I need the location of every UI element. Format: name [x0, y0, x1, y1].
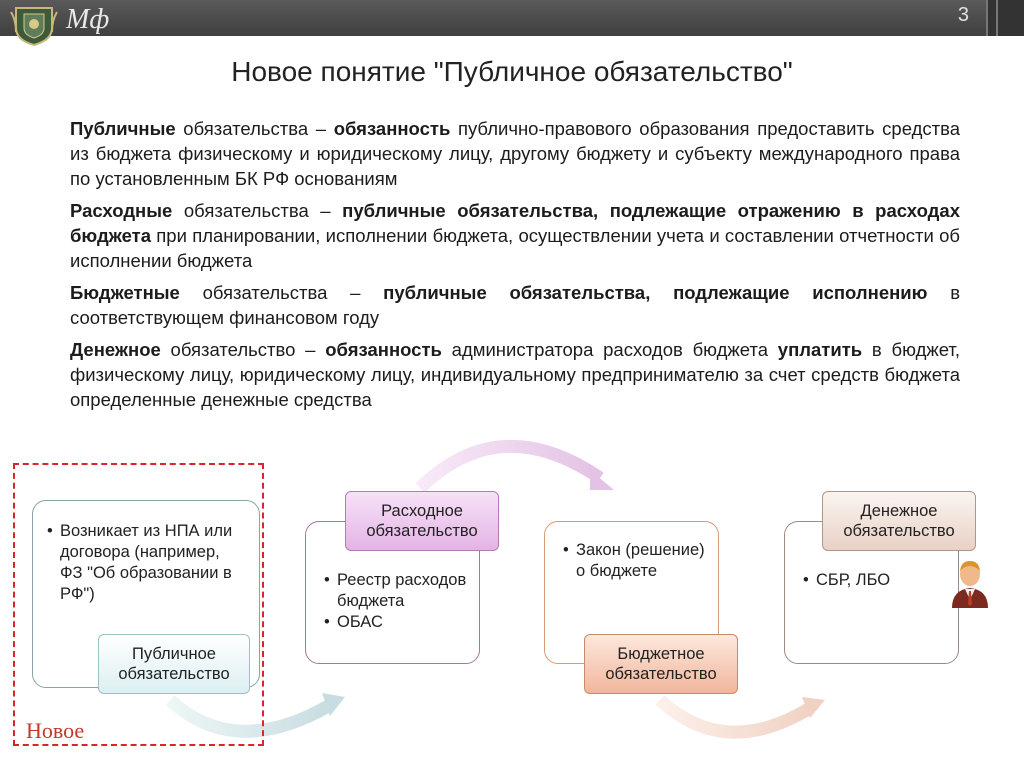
list-item: ОБАС	[322, 612, 472, 633]
person-icon	[952, 561, 988, 608]
arrow-top-head	[590, 470, 614, 490]
label-public-obligation: Публичное обязательство	[98, 634, 250, 694]
arrow-bottom-left	[165, 695, 334, 738]
term: публичные обязательства, подлежащие испо…	[383, 282, 928, 303]
definition-public: Публичные обязательства – обязанность пу…	[70, 116, 960, 191]
text: публично-правового образования предостав…	[70, 118, 960, 189]
term: Денежное	[70, 339, 161, 360]
brand-logo-text: Мф	[66, 4, 110, 35]
term: публичные обязательства, подлежащие отра…	[70, 200, 960, 246]
list-item: Возникает из НПА или договора (например,…	[45, 521, 245, 605]
arrow-top	[415, 439, 604, 493]
label-budget-obligation: Бюджетное обязательство	[584, 634, 738, 694]
term: Расходные	[70, 200, 173, 221]
coat-of-arms-icon	[10, 7, 58, 46]
term: обязанность	[333, 118, 451, 139]
definition-expenditure: Расходные обязательства – публичные обяз…	[70, 198, 960, 273]
top-bar: Мф 3	[0, 0, 1024, 46]
new-label: Новое	[26, 718, 85, 743]
topbar-tab	[986, 0, 1024, 36]
text: обязательства –	[175, 118, 334, 139]
label-expenditure-obligation: Расходное обязательство	[345, 491, 499, 551]
text: в бюджет, физическому лицу, юридическому…	[70, 339, 960, 410]
arrow-bottom-right-head	[802, 697, 825, 718]
definition-budget: Бюджетные обязательства – публичные обяз…	[70, 280, 960, 330]
arrow-bottom-right	[655, 695, 814, 739]
text: администратора расходов бюджета	[441, 339, 778, 360]
text: обязательства –	[172, 200, 343, 221]
slide-number: 3	[957, 4, 969, 26]
arrow-bottom-left-head	[322, 693, 345, 716]
text: обязательство –	[160, 339, 326, 360]
definition-monetary: Денежное обязательство – обязанность адм…	[70, 337, 960, 412]
definitions: Публичные обязательства – обязанность пу…	[70, 116, 960, 419]
term: уплатить	[777, 339, 863, 360]
page-title: Новое понятие "Публичное обязательство"	[231, 56, 793, 87]
list-item: Закон (решение) о бюджете	[561, 540, 711, 582]
term: Бюджетные	[70, 282, 180, 303]
text: при планировании, исполнении бюджета, ос…	[70, 225, 960, 271]
text: в соответствующем финансовом году	[70, 282, 961, 328]
text: обязательства –	[179, 282, 384, 303]
term: Публичные	[70, 118, 176, 139]
label-monetary-obligation: Денежное обязательство	[822, 491, 976, 551]
list-item: СБР, ЛБО	[801, 570, 951, 591]
new-concept-frame	[13, 463, 264, 746]
term: обязанность	[325, 339, 442, 360]
list-item: Реестр расходов бюджета	[322, 570, 472, 612]
